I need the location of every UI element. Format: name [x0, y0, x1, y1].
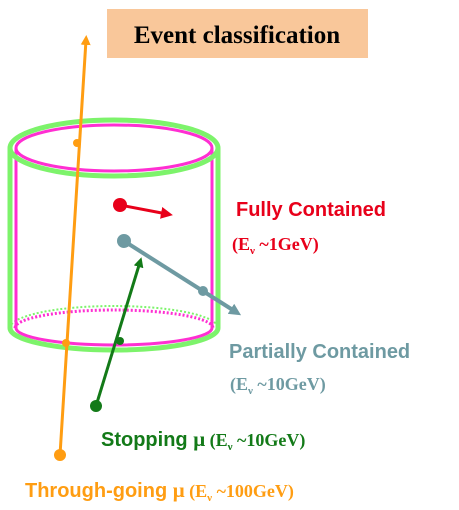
- label-through-going: Through-going μ (Eν ~100GeV): [25, 478, 294, 504]
- stopping-start-dot: [90, 400, 102, 412]
- cylinder-top-outer: [7, 117, 221, 179]
- title-background: [107, 9, 368, 58]
- fully-contained-track: [113, 198, 173, 219]
- partially-contained-energy: (Eν ~10GeV): [230, 374, 326, 397]
- through-going-start-dot: [54, 449, 66, 461]
- partially-contained-line: [122, 239, 242, 316]
- detector-cylinder: [7, 117, 221, 353]
- stopping-label: Stopping μ (Eν ~10GeV): [101, 427, 305, 453]
- through-going-track: [54, 35, 91, 461]
- fully-contained-energy: (Eν ~1GeV): [232, 234, 319, 257]
- label-partially-contained: Partially Contained (Eν ~10GeV): [229, 341, 410, 397]
- partially-contained-exit-dot: [198, 286, 208, 296]
- title-box: Event classification: [107, 9, 368, 58]
- partially-contained-name: Partially Contained: [229, 341, 410, 363]
- cylinder-top-inner: [14, 123, 214, 173]
- through-going-entry-dot: [62, 339, 70, 347]
- fully-contained-line: [119, 203, 173, 219]
- label-stopping: Stopping μ (Eν ~10GeV): [101, 427, 305, 453]
- label-fully-contained: Fully Contained (Eν ~1GeV): [232, 199, 386, 257]
- partially-contained-track: [117, 234, 242, 316]
- stopping-track: [90, 257, 144, 412]
- through-going-exit-dot: [73, 139, 81, 147]
- stopping-entry-dot: [116, 337, 124, 345]
- through-going-label: Through-going μ (Eν ~100GeV): [25, 478, 294, 504]
- stopping-line: [94, 257, 144, 407]
- fully-contained-name: Fully Contained: [236, 199, 386, 221]
- partially-contained-vertex-dot: [117, 234, 131, 248]
- page-title: Event classification: [134, 22, 340, 49]
- fully-contained-vertex-dot: [113, 198, 127, 212]
- cylinder-bottom-back: [13, 308, 215, 329]
- through-going-line: [58, 35, 91, 456]
- cylinder-bottom-back-outer: [9, 305, 219, 329]
